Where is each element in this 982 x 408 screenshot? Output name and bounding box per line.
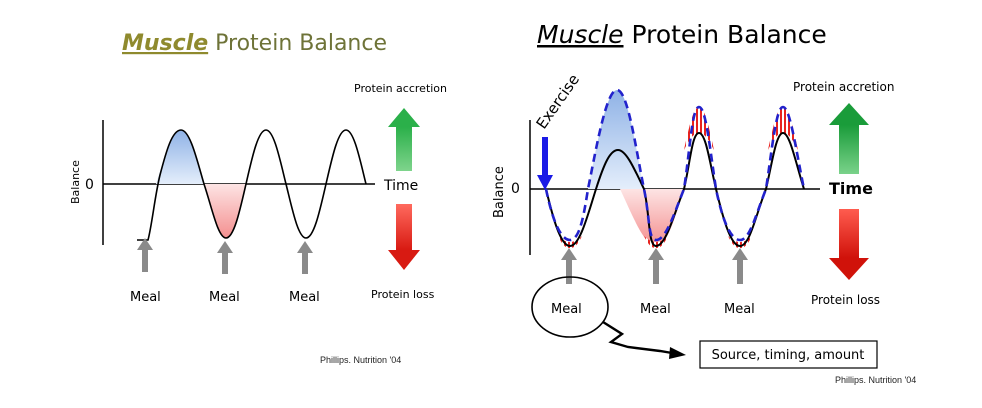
left-accretion-arrow [388,108,420,171]
right-meal-highlight-circle [531,276,609,338]
left-loss-fill [204,184,246,238]
right-meal-label-2: Meal [640,302,671,317]
left-title-muscle: Muscle [122,31,208,56]
right-citation: Phillips. Nutrition '04 [835,375,916,385]
left-loss-arrow [388,204,420,270]
right-dashed-curve [544,88,806,242]
right-loss-label: Protein loss [811,293,880,307]
right-panel: Muscle Protein Balance Exercise [492,20,916,385]
left-meal-arrow-3 [297,241,313,274]
right-meal-arrow-1 [561,248,577,284]
left-meal-label-2: Meal [209,290,240,305]
left-citation: Phillips. Nutrition '04 [320,355,401,365]
right-accretion-label: Protein accretion [793,80,894,94]
left-title: Muscle Protein Balance [122,31,387,56]
right-accretion-arrow [829,103,869,174]
left-y-axis-label: Balance [69,160,82,204]
right-title-rest: Protein Balance [624,20,827,49]
right-meal-label-1: Meal [551,302,582,317]
right-title: Muscle Protein Balance [537,20,827,49]
left-time-label: Time [383,178,418,194]
left-accretion-label: Protein accretion [354,82,447,95]
right-exercise-arrow [537,137,553,190]
right-striped-peak-2 [768,107,798,150]
right-time-label: Time [829,179,873,198]
right-y-axis-label: Balance [492,166,507,218]
left-zero-label: 0 [85,177,94,193]
right-callout-box [699,340,878,369]
left-title-rest: Protein Balance [208,31,387,56]
right-meal-arrow-2 [648,248,664,284]
right-gain-fill [588,90,644,189]
left-panel: Muscle Protein Balance Meal Meal Meal 0 … [69,31,447,365]
left-meal-label-3: Meal [289,290,320,305]
right-title-muscle: Muscle [537,20,624,49]
right-callout-arrowhead [669,347,686,359]
right-striped-trough-2 [644,236,668,248]
left-loss-label: Protein loss [371,288,435,301]
right-meal-arrow-3 [732,248,748,284]
right-meal-label-3: Meal [724,302,755,317]
right-balance-curve [545,131,805,248]
left-meal-arrow-2 [217,241,233,274]
left-meal-label-1: Meal [130,290,161,305]
left-balance-curve [137,129,367,241]
left-gain-fill [156,130,204,184]
right-zero-label: 0 [511,181,520,197]
right-striped-trough-1 [558,236,582,248]
right-striped-trough-3 [728,236,752,248]
left-meal-arrow-1 [137,238,153,272]
right-callout-text: Source, timing, amount [712,348,865,363]
right-callout-connector [602,320,673,355]
right-loss-arrow [829,209,869,280]
right-exercise-label: Exercise [533,71,584,132]
right-striped-peak-1 [684,107,714,150]
